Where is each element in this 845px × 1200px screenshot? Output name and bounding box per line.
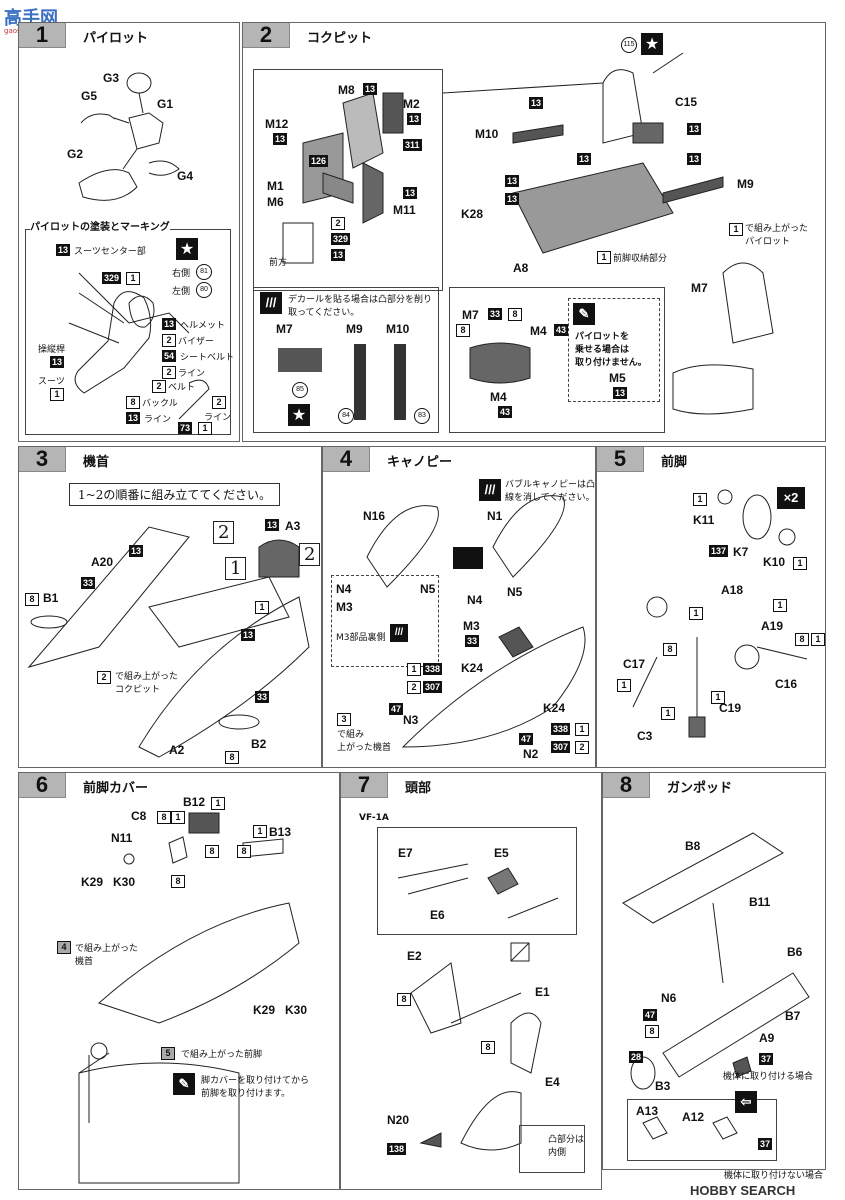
step-title: ガンポッド bbox=[667, 781, 733, 796]
step-5-panel: 5 前脚 ×2 1 K11 137 K7 K10 1 A18 1 1 A19 8 bbox=[596, 446, 826, 768]
star-icon: ★ bbox=[641, 33, 663, 55]
part-g2: G2 bbox=[67, 147, 84, 161]
cockpit-drawing bbox=[282, 52, 774, 415]
detach-box: A13 A12 37 bbox=[627, 1099, 777, 1161]
step-title: 前脚 bbox=[661, 455, 688, 470]
head-drawing bbox=[410, 942, 542, 1151]
step-number: 4 bbox=[323, 447, 370, 472]
step-2-panel: 2 コクピット ★ 115 M8 bbox=[242, 22, 826, 442]
part-g3: G3 bbox=[103, 71, 120, 85]
pilot-note-box: M7 33 8 8 M4 43 M4 43 ✎ パイロットを 乗せる場合は 取り… bbox=[449, 287, 665, 433]
step-1-panel: 1 パイロット G3 G5 G1 G2 bbox=[18, 22, 240, 442]
step-8-panel: 8 ガンポッド B8 B11 B6 N6 47 B7 8 A9 28 37 機体… bbox=[602, 772, 826, 1170]
inner-note-box: 凸部分は 内側 bbox=[519, 1125, 585, 1173]
step-title: 前脚カバー bbox=[83, 781, 149, 796]
part-g1: G1 bbox=[157, 97, 174, 111]
brush-icon: ✎ bbox=[573, 303, 595, 325]
step-number: 5 bbox=[597, 447, 644, 472]
decal-note-box: /// デカールを貼る場合は凸部分を削り取ってください。 M7 M9 M10 8… bbox=[253, 287, 439, 433]
pilot-note-dash: ✎ パイロットを 乗せる場合は 取り付けません。 M5 13 bbox=[568, 298, 660, 402]
step-6-panel: 6 前脚カバー C8 8 1 B12 1 1 B13 8 8 N11 8 K29 bbox=[18, 772, 340, 1190]
step-title: コクピット bbox=[307, 31, 373, 46]
step-number: 7 bbox=[341, 773, 388, 798]
step-title: 頭部 bbox=[405, 781, 432, 796]
step-title: 機首 bbox=[83, 455, 110, 470]
hobby-search-logo: HOBBY SEARCH bbox=[690, 1183, 796, 1198]
part-g4: G4 bbox=[177, 169, 194, 183]
file-icon: /// bbox=[260, 292, 282, 314]
file-icon: /// bbox=[390, 624, 408, 642]
nose-gear-drawing bbox=[632, 489, 808, 738]
star-icon: ★ bbox=[288, 404, 310, 426]
nose-cover-drawing bbox=[78, 812, 300, 1184]
step-3-panel: 3 機首 1~2の順番に組み立ててください。 A3 13 2 2 1 13 A2… bbox=[18, 446, 322, 768]
arrow-icon: ⇦ bbox=[735, 1091, 757, 1113]
times-two-badge: ×2 bbox=[777, 487, 805, 509]
star-icon: ★ bbox=[176, 238, 198, 260]
gunpod-drawing bbox=[622, 832, 810, 1140]
step-7-panel: 7 頭部 VF-1A E7 E5 E6 E2 bbox=[340, 772, 602, 1190]
order-note: 1~2の順番に組み立ててください。 bbox=[69, 483, 280, 506]
step-number: 2 bbox=[243, 23, 290, 48]
pilot-parts-drawing bbox=[68, 72, 210, 420]
step-number: 1 bbox=[19, 23, 66, 48]
nose-drawing bbox=[27, 526, 310, 758]
marking-subtitle: パイロットの塗装とマーキング bbox=[30, 218, 170, 233]
step-number: 8 bbox=[603, 773, 650, 798]
pilot-marking-box: パイロットの塗装とマーキング 13 スーツセンター部 ★ 右側 81 左側 80… bbox=[25, 218, 234, 435]
m3-detail-box: N4 N5 M3 M3部品裏側 /// bbox=[331, 575, 439, 667]
part-g5: G5 bbox=[81, 89, 98, 103]
step-number: 6 bbox=[19, 773, 66, 798]
file-icon: /// bbox=[479, 479, 501, 501]
step-4-panel: 4 キャノピー /// バブルキャノピーは凸線を消してください。 N16 N1 … bbox=[322, 446, 596, 768]
step-title: パイロット bbox=[83, 31, 149, 46]
step-number: 3 bbox=[19, 447, 66, 472]
step-title: キャノピー bbox=[387, 455, 453, 470]
brush-icon: ✎ bbox=[173, 1073, 195, 1095]
canopy-drawing bbox=[366, 495, 586, 748]
head-parts-box: E7 E5 E6 bbox=[377, 827, 577, 935]
cockpit-parts-box bbox=[253, 69, 443, 291]
